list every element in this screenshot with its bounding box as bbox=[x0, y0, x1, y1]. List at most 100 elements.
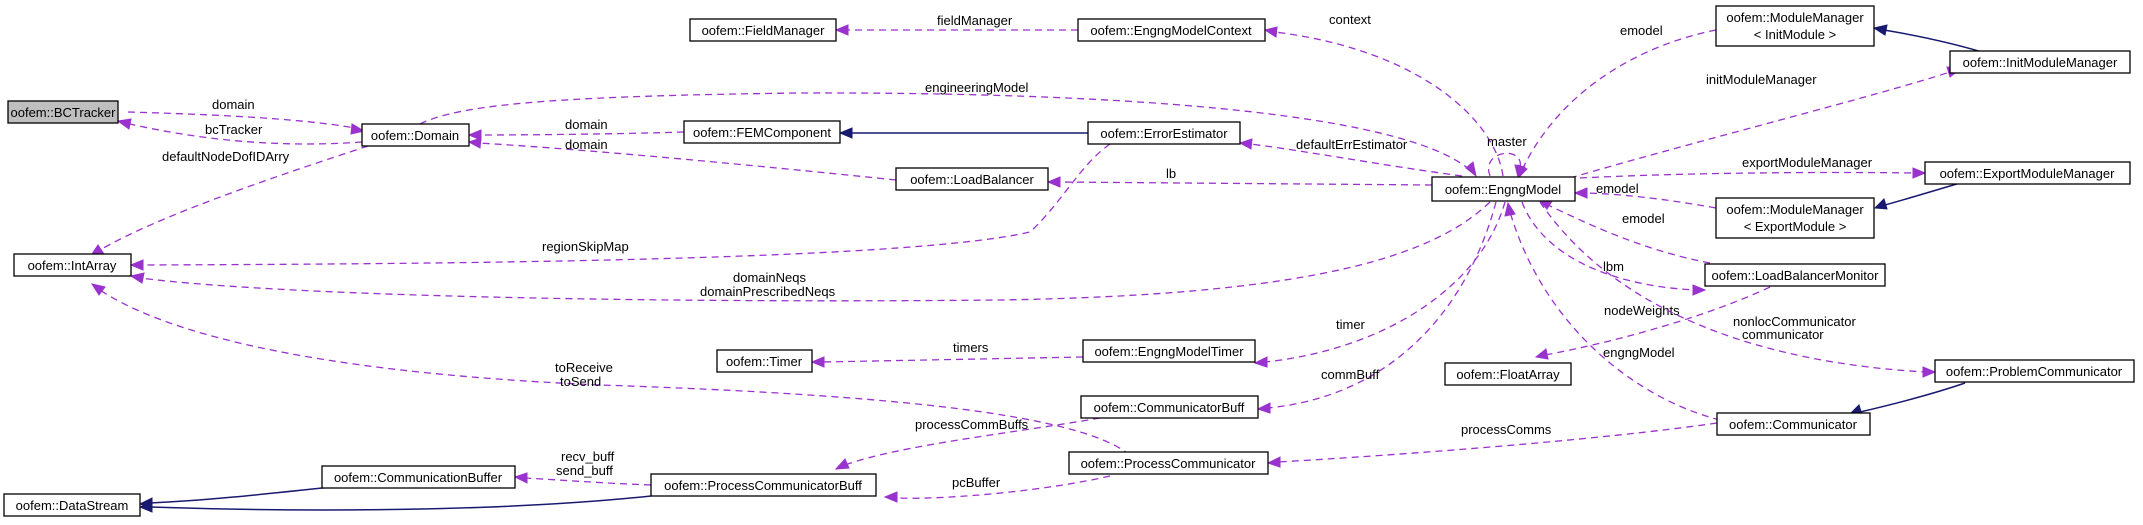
edge-label-communicators-2: communicator bbox=[1742, 327, 1824, 342]
node-modulemanager-init[interactable]: oofem::ModuleManager < InitModule > bbox=[1715, 5, 1875, 47]
node-communicationbuffer[interactable]: oofem::CommunicationBuffer bbox=[321, 465, 516, 489]
edge-engngmodeltimer-timer: timers bbox=[810, 340, 1084, 368]
node-femcomponent[interactable]: oofem::FEMComponent bbox=[683, 120, 841, 144]
node-errorestimator[interactable]: oofem::ErrorEstimator bbox=[1087, 121, 1241, 145]
edge-label-lbm: lbm bbox=[1603, 259, 1624, 274]
node-communicatorbuff[interactable]: oofem::CommunicatorBuff bbox=[1080, 395, 1259, 419]
node-loadbalancer[interactable]: oofem::LoadBalancer bbox=[895, 167, 1049, 191]
node-processcommunicator[interactable]: oofem::ProcessCommunicator bbox=[1068, 451, 1269, 475]
edge-engngmodel-engngmodeltimer: timer bbox=[1253, 201, 1506, 368]
svg-text:oofem::FEMComponent: oofem::FEMComponent bbox=[693, 125, 831, 140]
edge-engngmodel-intarray: domainNeqs domainPrescribedNeqs bbox=[129, 201, 1491, 302]
node-intarray[interactable]: oofem::IntArray bbox=[13, 253, 132, 277]
edge-engngmodel-communicatorbuff: commBuff bbox=[1256, 201, 1497, 414]
svg-text:oofem::ProcessCommunicator: oofem::ProcessCommunicator bbox=[1081, 456, 1257, 471]
edge-engngmodel-problemcommunicator: nonlocCommunicator communicator bbox=[1539, 201, 1937, 378]
svg-text:oofem::Timer: oofem::Timer bbox=[726, 354, 803, 369]
edge-label-field-manager: fieldManager bbox=[937, 13, 1013, 28]
edge-label-process-comm-buffs: processCommBuffs bbox=[915, 417, 1029, 432]
edge-label-process-comms: processComms bbox=[1461, 422, 1552, 437]
svg-text:oofem::IntArray: oofem::IntArray bbox=[28, 258, 117, 273]
edge-engngmodel-context: context bbox=[1263, 12, 1504, 177]
edge-errorestimator-femcomponent bbox=[838, 127, 1088, 139]
edge-label-emodel-lbm: emodel bbox=[1622, 211, 1665, 226]
svg-text:oofem::Domain: oofem::Domain bbox=[371, 128, 459, 143]
edge-engngmodel-errorestimator: defaultErrEstimator bbox=[1238, 137, 1463, 177]
svg-text:oofem::ExportModuleManager: oofem::ExportModuleManager bbox=[1940, 166, 2116, 181]
edge-label-timer: timer bbox=[1336, 317, 1366, 332]
node-engngmodeltimer[interactable]: oofem::EngngModelTimer bbox=[1082, 339, 1256, 363]
edge-label-emodel-export: emodel bbox=[1596, 181, 1639, 196]
node-engngmodel[interactable]: oofem::EngngModel bbox=[1431, 176, 1576, 202]
edge-engngmodel-exportmodulemanager: exportModuleManager bbox=[1579, 155, 1927, 179]
edge-label-init-module-manager: initModuleManager bbox=[1706, 72, 1817, 87]
edge-label-lb: lb bbox=[1166, 166, 1176, 181]
edge-processcommunicatorbuff-communicationbuffer: recv_buff send_buff bbox=[513, 449, 652, 486]
edge-label-to-receive-send-2: toSend bbox=[560, 374, 601, 389]
edge-domain-bctracker: bcTracker bbox=[116, 118, 363, 145]
node-datastream[interactable]: oofem::DataStream bbox=[3, 493, 141, 517]
edge-label-region-skip-map: regionSkipMap bbox=[542, 239, 629, 254]
edge-errorestimator-intarray: regionSkipMap bbox=[129, 143, 1111, 271]
svg-text:oofem::ModuleManager: oofem::ModuleManager bbox=[1726, 10, 1864, 25]
node-fieldmanager[interactable]: oofem::FieldManager bbox=[689, 18, 837, 42]
node-processcommunicatorbuff[interactable]: oofem::ProcessCommunicatorBuff bbox=[650, 473, 877, 497]
svg-text:oofem::CommunicationBuffer: oofem::CommunicationBuffer bbox=[334, 470, 503, 485]
svg-text:oofem::FieldManager: oofem::FieldManager bbox=[702, 23, 826, 38]
node-problemcommunicator[interactable]: oofem::ProblemCommunicator bbox=[1934, 359, 2135, 383]
svg-text:oofem::FloatArray: oofem::FloatArray bbox=[1456, 367, 1560, 382]
edge-label-fem-domain: domain bbox=[565, 117, 608, 132]
edge-label-to-receive-send-1: toReceive bbox=[555, 360, 613, 375]
node-exportmodulemanager[interactable]: oofem::ExportModuleManager bbox=[1924, 161, 2131, 185]
edge-label-recv-send-buff-2: send_buff bbox=[556, 463, 613, 478]
edge-exportmodulemanager-modmgr bbox=[1873, 182, 1961, 210]
edge-label-domain-neqs-2: domainPrescribedNeqs bbox=[700, 284, 836, 299]
svg-text:oofem::ModuleManager: oofem::ModuleManager bbox=[1726, 202, 1864, 217]
svg-text:oofem::Communicator: oofem::Communicator bbox=[1729, 417, 1858, 432]
edge-processcommunicator-intarray: toReceive toSend bbox=[90, 283, 1131, 456]
edge-bctracker-domain: domain bbox=[127, 97, 366, 135]
node-communicator[interactable]: oofem::Communicator bbox=[1716, 412, 1871, 436]
edge-label-default-dof: defaultNodeDofIDArry bbox=[162, 149, 290, 164]
edge-engngmodel-lbm: lbm bbox=[1521, 201, 1707, 296]
node-bctracker[interactable]: oofem::BCTracker bbox=[7, 100, 119, 124]
svg-text:oofem::ProcessCommunicatorBuff: oofem::ProcessCommunicatorBuff bbox=[664, 478, 862, 493]
edge-label-domain-neqs-1: domainNeqs bbox=[733, 270, 806, 285]
node-timer[interactable]: oofem::Timer bbox=[716, 349, 813, 373]
edge-label-comm-buff: commBuff bbox=[1321, 367, 1380, 382]
node-modulemanager-export[interactable]: oofem::ModuleManager < ExportModule > bbox=[1715, 197, 1875, 239]
edge-engngmodel-loadbalancer: lb bbox=[1046, 166, 1433, 188]
svg-text:oofem::ErrorEstimator: oofem::ErrorEstimator bbox=[1100, 126, 1228, 141]
svg-text:< InitModule >: < InitModule > bbox=[1754, 27, 1836, 42]
svg-text:oofem::LoadBalancerMonitor: oofem::LoadBalancerMonitor bbox=[1712, 268, 1880, 283]
svg-text:oofem::EngngModelTimer: oofem::EngngModelTimer bbox=[1094, 344, 1244, 359]
edge-label-bctracker: bcTracker bbox=[205, 122, 263, 137]
edge-label-timers: timers bbox=[953, 340, 989, 355]
edge-processcommunicatorbuff-datastream bbox=[138, 495, 652, 513]
edge-communicatorbuff-processcommunicatorbuff: processCommBuffs bbox=[834, 417, 1101, 470]
edge-modmgr-export-engngmodel: emodel bbox=[1573, 181, 1717, 209]
node-domain[interactable]: oofem::Domain bbox=[361, 123, 470, 147]
node-floatarray[interactable]: oofem::FloatArray bbox=[1444, 362, 1572, 386]
edge-communicator-engngmodel: engngModel bbox=[1504, 201, 1721, 421]
svg-text:oofem::DataStream: oofem::DataStream bbox=[16, 498, 129, 513]
edge-label-emodel-init: emodel bbox=[1620, 23, 1663, 38]
edge-modmgr-init-engngmodel: emodel bbox=[1517, 23, 1717, 180]
edge-label-context: context bbox=[1329, 12, 1371, 27]
svg-text:oofem::LoadBalancer: oofem::LoadBalancer bbox=[910, 172, 1034, 187]
edge-processcommunicator-processcommunicatorbuff: pcBuffer bbox=[883, 475, 1111, 503]
node-loadbalancermonitor[interactable]: oofem::LoadBalancerMonitor bbox=[1704, 263, 1886, 287]
node-engngmodelcontext[interactable]: oofem::EngngModelContext bbox=[1077, 18, 1266, 42]
edge-label-recv-send-buff-1: recv_buff bbox=[561, 449, 615, 464]
edge-femcomponent-domain: domain bbox=[467, 117, 685, 141]
edge-communicator-processcommunicator: processComms bbox=[1266, 422, 1718, 468]
svg-text:< ExportModule >: < ExportModule > bbox=[1744, 219, 1847, 234]
edge-problemcommunicator-communicator bbox=[1848, 382, 1966, 416]
edge-label-lb-domain: domain bbox=[565, 137, 608, 152]
edge-label-communicators-1: nonlocCommunicator bbox=[1733, 314, 1857, 329]
node-initmodulemanager[interactable]: oofem::InitModuleManager bbox=[1949, 50, 2131, 74]
edge-label-engineering-model: engineeringModel bbox=[925, 80, 1028, 95]
edge-context-fieldmanager: fieldManager bbox=[834, 13, 1078, 36]
svg-text:oofem::CommunicatorBuff: oofem::CommunicatorBuff bbox=[1094, 400, 1245, 415]
